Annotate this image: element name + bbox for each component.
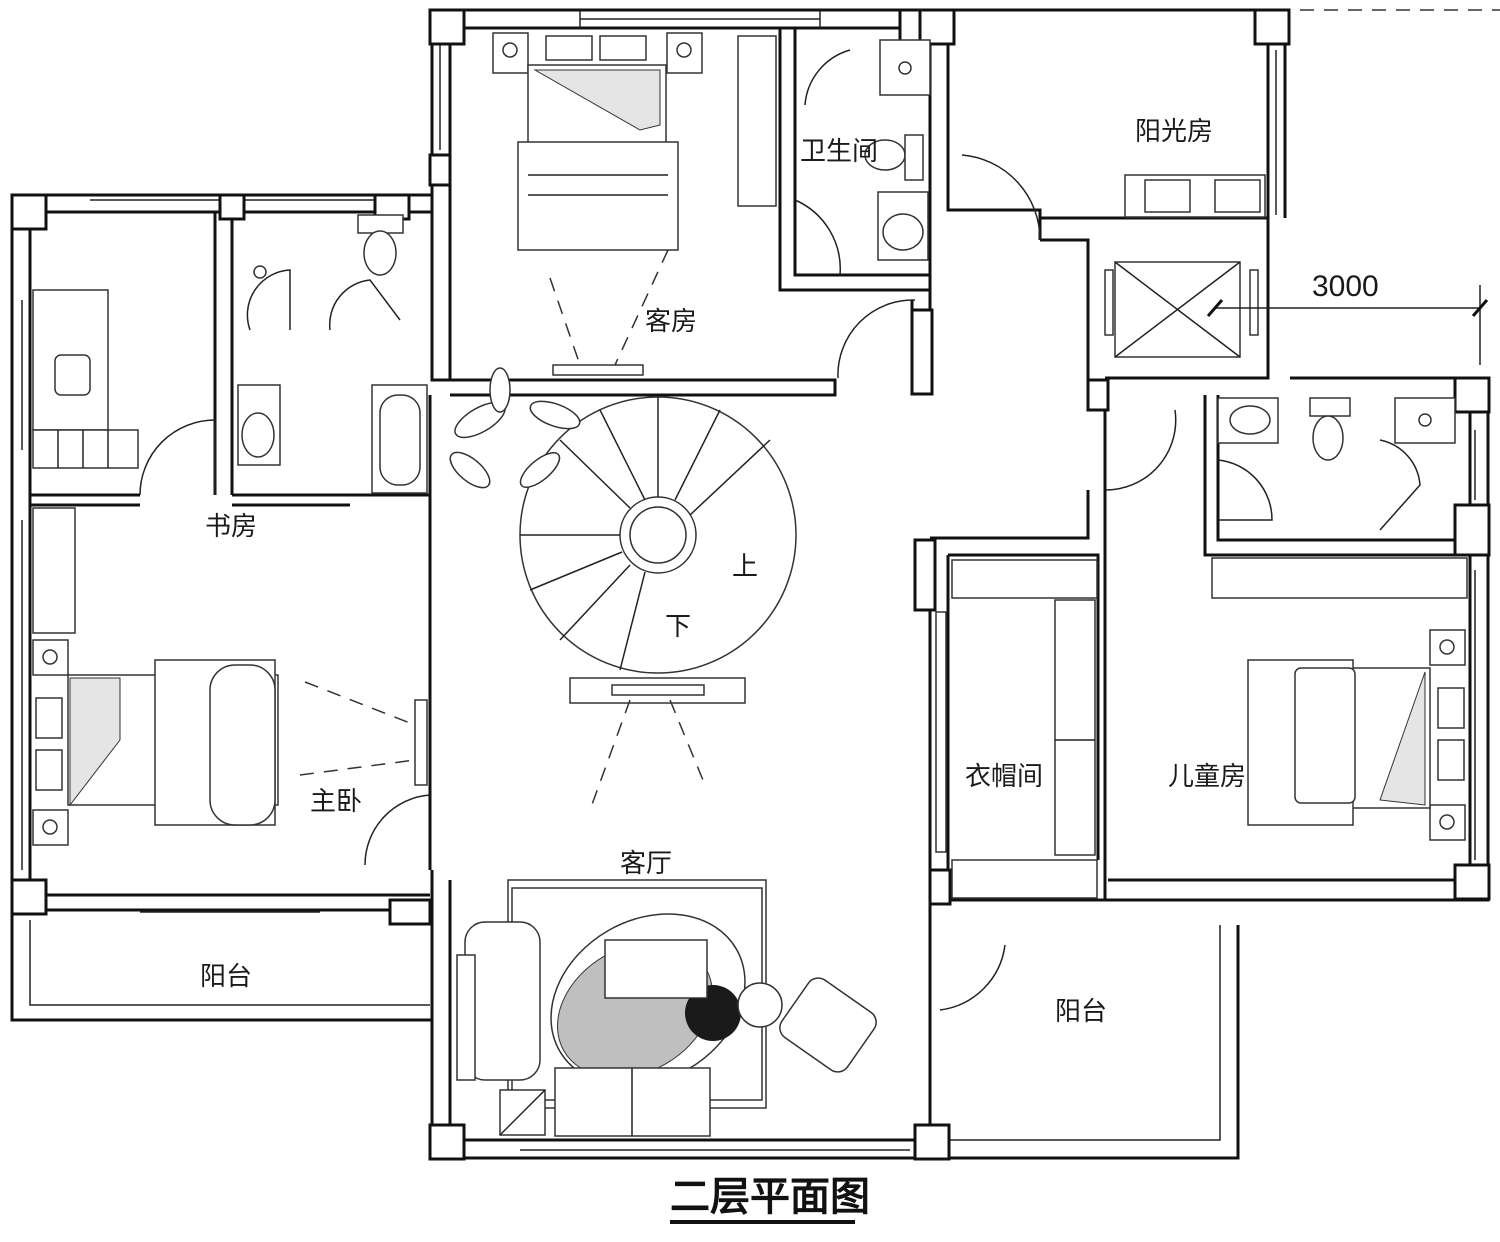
label-cloakroom: 衣帽间 [965,762,1043,792]
label-stair-up: 上 [732,552,758,582]
label-sunroom: 阳光房 [1135,117,1213,147]
spiral-staircase [519,396,797,811]
cloakroom-wardrobes [935,559,1098,899]
doors [139,49,1421,1011]
label-bathroom: 卫生间 [800,137,878,167]
study-desk [32,289,139,469]
dimension-line [1206,285,1489,365]
living-room-set [456,879,877,1137]
label-study: 书房 [205,512,257,542]
label-stair-down: 下 [665,612,691,642]
plant [449,367,581,489]
guest-bed [492,32,777,376]
master-bed [32,507,428,846]
dimension-text: 3000 [1312,270,1379,303]
label-guest-room: 客房 [645,307,697,337]
label-master-bedroom: 主卧 [310,787,362,817]
kids-bed [1211,557,1468,841]
label-balcony-right: 阳台 [1055,997,1107,1027]
bathroom-fixtures [237,39,1456,494]
elevator-shaft [1104,261,1259,358]
structural-columns [10,8,1491,1161]
label-balcony-left: 阳台 [200,962,252,992]
label-living-room: 客厅 [620,849,672,879]
plan-title: 二层平面图 [670,1174,870,1220]
label-kids-room: 儿童房 [1168,762,1246,792]
sunroom-counter [1124,174,1266,218]
